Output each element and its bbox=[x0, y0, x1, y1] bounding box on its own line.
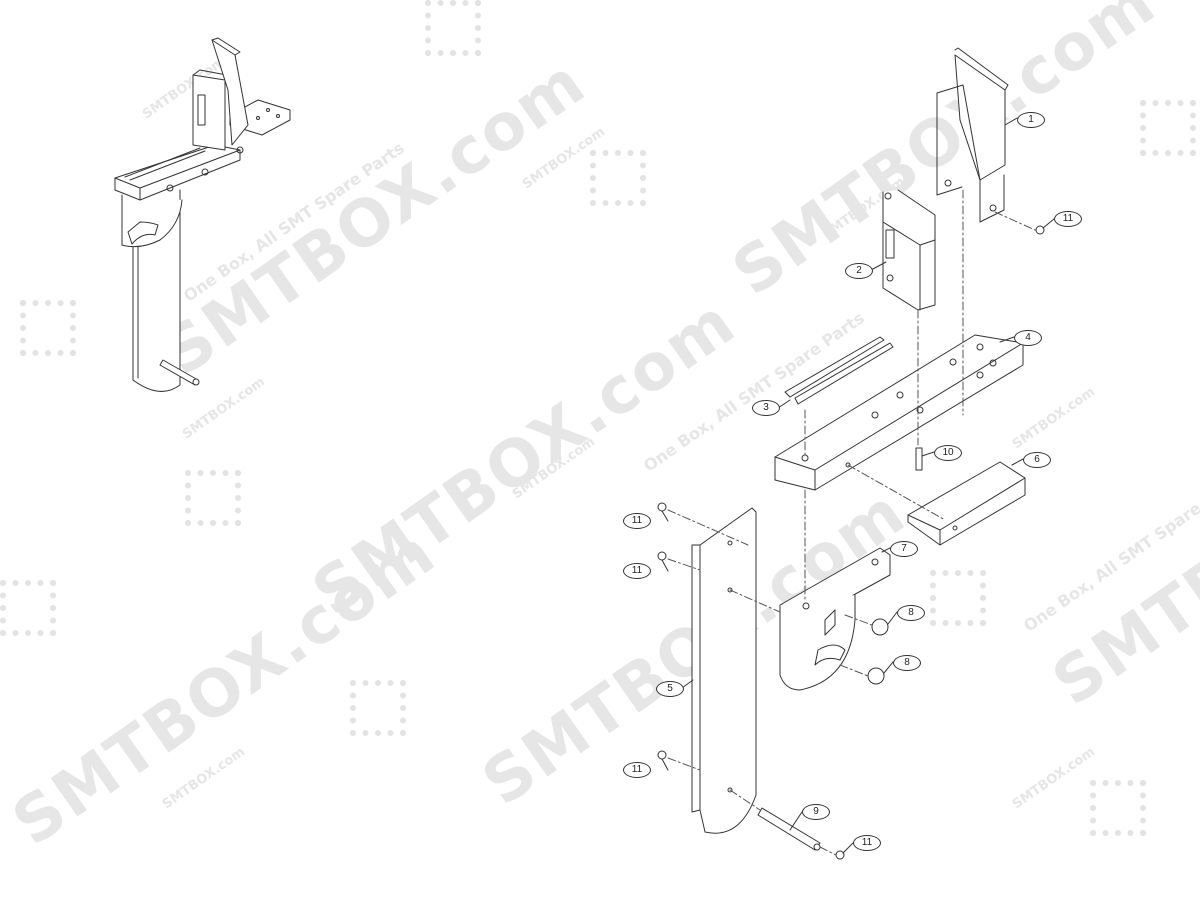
callout-part-4: 4 bbox=[1014, 330, 1042, 346]
watermark-logo bbox=[425, 0, 481, 56]
part-8-washer bbox=[871, 618, 889, 636]
callout-part-11: 11 bbox=[623, 513, 651, 529]
callout-part-6: 6 bbox=[1023, 452, 1051, 468]
part-8-washer bbox=[867, 667, 885, 685]
callout-part-11: 11 bbox=[623, 762, 651, 778]
part-9-pin bbox=[757, 807, 821, 851]
callout-part-11: 11 bbox=[623, 563, 651, 579]
part-11-screw bbox=[657, 750, 667, 760]
callout-part-11: 11 bbox=[1054, 211, 1082, 227]
part-11-screw bbox=[1035, 225, 1045, 235]
part-10-screw bbox=[915, 447, 923, 471]
watermark-logo bbox=[0, 580, 56, 636]
part-7-bracket bbox=[779, 547, 891, 691]
callout-part-1: 1 bbox=[1017, 112, 1045, 128]
callout-part-2: 2 bbox=[845, 263, 873, 279]
callout-part-5: 5 bbox=[656, 681, 684, 697]
part-4-base bbox=[774, 334, 1024, 491]
exploded-view bbox=[657, 47, 1055, 860]
watermark-logo bbox=[590, 150, 646, 206]
part-6-cover bbox=[907, 461, 1026, 546]
callout-part-10: 10 bbox=[934, 445, 962, 461]
callout-part-8: 8 bbox=[893, 655, 921, 671]
callout-part-8: 8 bbox=[897, 605, 925, 621]
part-5-plate bbox=[691, 507, 757, 834]
part-1-chute bbox=[936, 47, 1018, 223]
watermark-logo bbox=[185, 470, 241, 526]
callout-part-9: 9 bbox=[802, 804, 830, 820]
callout-part-11: 11 bbox=[853, 835, 881, 851]
part-11-screw bbox=[657, 551, 667, 561]
watermark-logo bbox=[350, 680, 406, 736]
callout-part-7: 7 bbox=[890, 541, 918, 557]
assembled-view bbox=[114, 37, 291, 392]
watermark-logo bbox=[1140, 100, 1196, 156]
part-2-block bbox=[882, 189, 936, 311]
part-11-screw bbox=[835, 850, 845, 860]
watermark-logo bbox=[20, 300, 76, 356]
watermark-logo bbox=[930, 570, 986, 626]
part-3-rails bbox=[784, 336, 894, 405]
watermark-logo bbox=[1090, 780, 1146, 836]
part-11-screw bbox=[657, 502, 667, 512]
callout-part-3: 3 bbox=[752, 400, 780, 416]
